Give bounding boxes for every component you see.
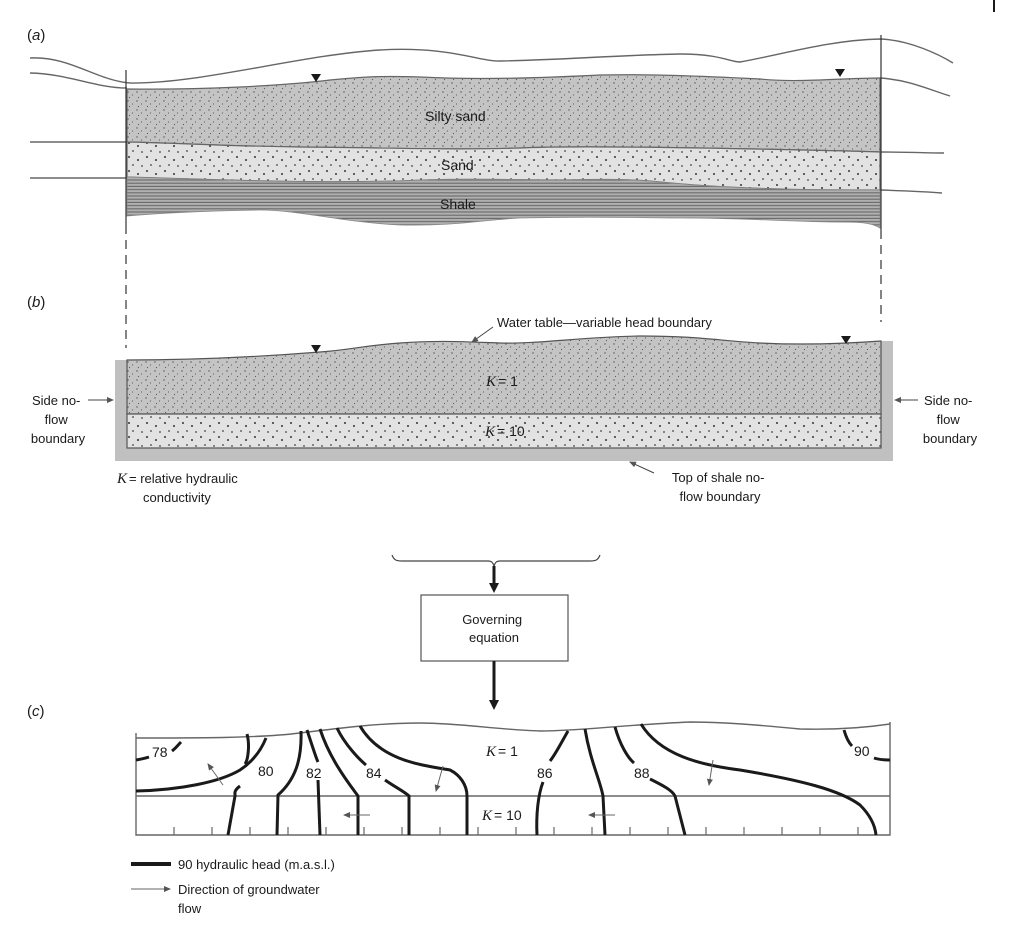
flow-direction-arrow: [434, 765, 444, 792]
contour-line-86: [548, 730, 570, 762]
contour-label: 86: [537, 765, 553, 781]
sand-top-extension-right: [879, 151, 945, 154]
contour-line-80: [226, 784, 241, 836]
shale-layer: [126, 176, 881, 229]
water-table-extension-right: [879, 77, 951, 97]
contour-line-80: [243, 733, 250, 765]
contour-line-81: [275, 730, 303, 836]
page-edge-mark: [993, 0, 995, 12]
contour-line-84: [335, 727, 367, 767]
contour-label: 80: [258, 763, 274, 779]
flow-direction-arrow: [207, 763, 224, 786]
water-table-callout-arrow: [471, 326, 494, 343]
contour-label: 90: [854, 743, 870, 759]
panel-c-label: (c): [27, 703, 45, 720]
water-table-marker-icon: [835, 69, 845, 77]
contour-line-84: [384, 778, 411, 835]
flow-direction-arrow: [706, 759, 714, 786]
contour-line-90: [873, 756, 891, 762]
contour-label: 82: [306, 765, 322, 781]
panel-b-label: (b): [27, 294, 45, 311]
contour-line-88: [613, 726, 636, 765]
left-side-no-flow-label: Side no- flow boundary: [31, 393, 86, 446]
k1-label: K= 1: [485, 373, 518, 390]
contour-line-90: [842, 729, 854, 748]
water-table-extension: [29, 72, 128, 89]
layer-label-sand: Sand: [441, 157, 474, 173]
upper-layer-k1: [126, 335, 882, 415]
shale-top-extension-right: [879, 189, 943, 194]
contour-line-89: [639, 723, 878, 836]
contour-line-87: [583, 728, 607, 836]
panel-b-conceptual-model: Water table—variable head boundary K= 1 …: [31, 315, 978, 505]
ground-surface-line: [29, 38, 954, 84]
contour-label: 84: [366, 765, 382, 781]
grid-ticks: [173, 827, 859, 835]
legend: 90 hydraulic head (m.a.s.l.) Direction o…: [131, 857, 335, 916]
right-side-no-flow-label: Side no- flow boundary: [923, 393, 978, 446]
contour-line-79: [135, 737, 268, 793]
governing-equation-label: Governing equation: [462, 612, 526, 645]
contour-line-78: [135, 755, 150, 762]
water-table-label: Water table—variable head boundary: [497, 315, 712, 330]
bottom-no-flow-label: Top of shale no- flow boundary: [672, 470, 768, 504]
brace: [391, 554, 601, 568]
model-domain-outline: [135, 722, 891, 836]
layer-label-silty-sand: Silty sand: [425, 108, 486, 124]
panel-c-head-solution: 78 80 82 84 86 88 90 K= 1 K= 10: [135, 721, 891, 836]
legend-flow-label-line2: flow: [178, 901, 202, 916]
governing-equation-box: [420, 594, 569, 662]
contour-line-82: [316, 779, 322, 836]
contour-label: 88: [634, 765, 650, 781]
water-table-surface: [135, 721, 891, 739]
contour-line-82: [305, 729, 320, 763]
bottom-boundary-arrow: [629, 461, 655, 474]
governing-equation-flow: Governing equation: [391, 554, 601, 710]
no-flow-boundary-frame: [115, 341, 893, 461]
k10-label: K= 10: [481, 807, 522, 824]
contour-line-78: [171, 740, 183, 753]
contour-line-85: [358, 725, 469, 835]
water-table-marker-icon: [311, 345, 321, 353]
panel-a-label: (a): [27, 27, 45, 44]
k10-label: K= 10: [484, 423, 525, 440]
lower-layer-k10: [126, 413, 882, 449]
silty-sand-layer: [126, 74, 881, 153]
k-definition-label-line2: conductivity: [143, 490, 211, 505]
k-definition-label: K= relative hydraulic: [116, 471, 238, 487]
legend-flow-label: Direction of groundwater: [178, 882, 320, 897]
contour-label: 78: [152, 744, 168, 760]
k1-label: K= 1: [485, 743, 518, 760]
water-table-marker-icon: [311, 74, 321, 82]
contour-line-86: [535, 781, 545, 836]
panel-a-cross-section: Silty sand Sand Shale: [29, 35, 954, 348]
contour-line-88: [649, 777, 687, 836]
layer-label-shale: Shale: [440, 196, 476, 212]
legend-head-label: 90 hydraulic head (m.a.s.l.): [178, 857, 335, 872]
contour-line-83: [318, 728, 360, 835]
water-table-marker-icon: [841, 336, 851, 344]
